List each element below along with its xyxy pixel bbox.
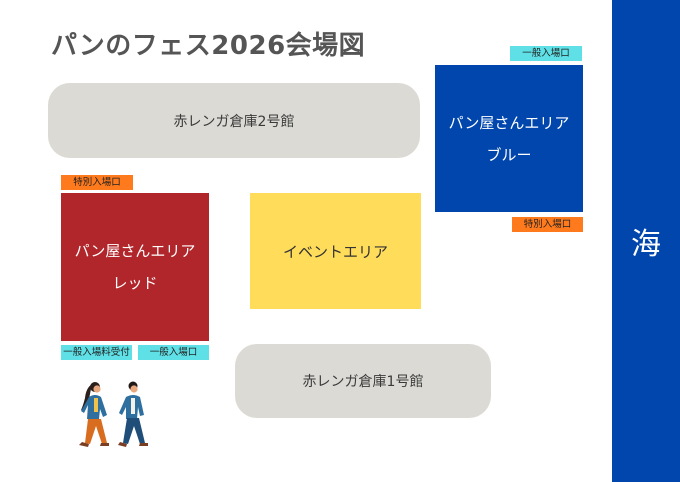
red-general-entrance-tag: 一般入場口 bbox=[138, 345, 209, 360]
event-area-label: イベントエリア bbox=[282, 242, 388, 261]
red-area-label-1: パン屋さんエリア bbox=[74, 242, 196, 260]
blue-area-label-2: ブルー bbox=[486, 145, 532, 164]
walking-people-icon bbox=[76, 380, 160, 452]
bakery-area-red: パン屋さんエリア レッド bbox=[61, 193, 209, 341]
blue-general-entrance-tag: 一般入場口 bbox=[510, 46, 582, 61]
warehouse-1-label: 赤レンガ倉庫1号館 bbox=[302, 374, 424, 390]
blue-area-label-1: パン屋さんエリア bbox=[448, 113, 570, 132]
warehouse-1-area: 赤レンガ倉庫1号館 bbox=[235, 344, 491, 418]
sea-label: 海 bbox=[631, 227, 661, 262]
page-title: パンのフェス2026会場図 bbox=[51, 31, 366, 61]
sea-area: 海 bbox=[612, 0, 680, 482]
red-area-label-2: レッド bbox=[112, 274, 158, 292]
warehouse-2-label: 赤レンガ倉庫2号館 bbox=[173, 113, 295, 130]
red-general-reception-tag: 一般入場料受付 bbox=[61, 345, 132, 360]
warehouse-2-area: 赤レンガ倉庫2号館 bbox=[48, 83, 420, 158]
blue-special-entrance-tag: 特別入場口 bbox=[512, 217, 583, 232]
bakery-area-blue: パン屋さんエリア ブルー bbox=[435, 65, 583, 212]
event-area: イベントエリア bbox=[250, 193, 421, 309]
red-special-entrance-tag: 特別入場口 bbox=[61, 175, 133, 190]
